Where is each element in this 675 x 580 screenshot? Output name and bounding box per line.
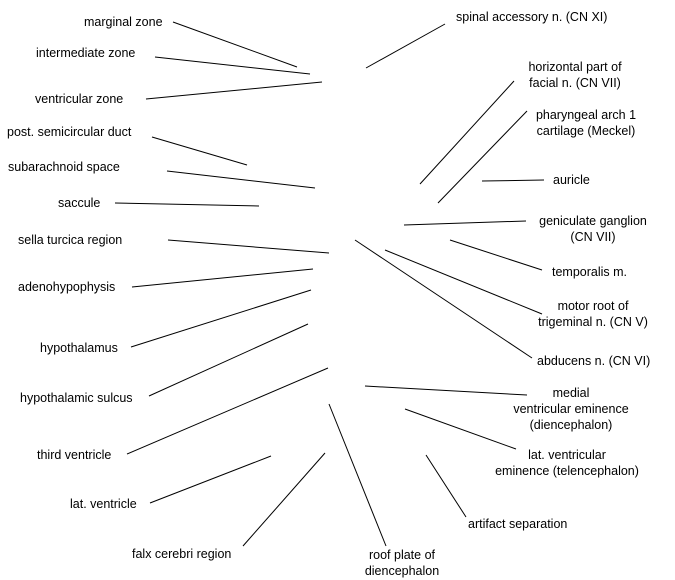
leader-motor-root-trigeminal bbox=[384, 249, 543, 315]
leader-geniculate-ganglion bbox=[403, 220, 527, 226]
label-horizontal-facial-line1: horizontal part of bbox=[528, 60, 622, 74]
label-geniculate-ganglion: geniculate ganglion (CN VII) bbox=[522, 213, 664, 245]
label-medial-ventricular-eminence: medial ventricular eminence (diencephalo… bbox=[500, 385, 642, 433]
label-medial-ventricular-eminence-line3: (diencephalon) bbox=[529, 418, 613, 432]
label-subarachnoid-space: subarachnoid space bbox=[8, 160, 120, 174]
leader-temporalis bbox=[449, 239, 543, 271]
leader-horizontal-facial bbox=[419, 80, 515, 185]
label-roof-plate-line1: roof plate of bbox=[368, 548, 435, 562]
leader-intermediate-zone bbox=[154, 56, 311, 75]
label-post-semicircular-duct: post. semicircular duct bbox=[7, 125, 132, 139]
label-pharyngeal-arch-line1: pharyngeal arch 1 bbox=[535, 108, 637, 122]
leader-pharyngeal-arch bbox=[437, 110, 528, 204]
label-hypothalamus: hypothalamus bbox=[40, 341, 118, 355]
label-hypothalamic-sulcus: hypothalamic sulcus bbox=[20, 391, 133, 405]
label-adenohypophysis: adenohypophysis bbox=[18, 280, 116, 294]
leader-spinal-accessory bbox=[365, 23, 446, 69]
leader-hypothalamic-sulcus bbox=[148, 323, 309, 397]
label-horizontal-facial-line2: facial n. (CN VII) bbox=[529, 76, 621, 90]
label-third-ventricle: third ventricle bbox=[37, 448, 112, 462]
label-geniculate-ganglion-line1: geniculate ganglion bbox=[539, 214, 647, 228]
label-temporalis: temporalis m. bbox=[552, 265, 628, 279]
label-abducens: abducens n. (CN VI) bbox=[537, 354, 651, 368]
leader-lat-ventricle bbox=[149, 455, 272, 504]
label-auricle: auricle bbox=[553, 173, 590, 187]
label-marginal-zone: marginal zone bbox=[84, 15, 163, 29]
label-medial-ventricular-eminence-line1: medial bbox=[552, 386, 590, 400]
leader-auricle bbox=[481, 179, 545, 182]
leader-medial-ventricular-eminence bbox=[364, 385, 528, 396]
label-motor-root-trigeminal: motor root of trigeminal n. (CN V) bbox=[522, 298, 664, 330]
leader-roof-plate bbox=[328, 403, 387, 547]
label-horizontal-facial: horizontal part of facial n. (CN VII) bbox=[510, 59, 640, 91]
label-pharyngeal-arch: pharyngeal arch 1 cartilage (Meckel) bbox=[518, 107, 654, 139]
label-motor-root-trigeminal-line2: trigeminal n. (CN V) bbox=[538, 315, 648, 329]
leader-adenohypophysis bbox=[131, 268, 314, 288]
label-lat-ventricular-eminence-line1: lat. ventricular bbox=[528, 448, 606, 462]
label-geniculate-ganglion-line2: (CN VII) bbox=[570, 230, 616, 244]
label-roof-plate-line2: diencephalon bbox=[364, 564, 440, 578]
label-medial-ventricular-eminence-line2: ventricular eminence bbox=[513, 402, 629, 416]
leader-saccule bbox=[114, 202, 260, 207]
label-motor-root-trigeminal-line1: motor root of bbox=[557, 299, 629, 313]
label-intermediate-zone: intermediate zone bbox=[36, 46, 136, 60]
label-spinal-accessory: spinal accessory n. (CN XI) bbox=[456, 10, 608, 24]
label-saccule: saccule bbox=[58, 196, 101, 210]
label-ventricular-zone: ventricular zone bbox=[35, 92, 124, 106]
label-roof-plate: roof plate of diencephalon bbox=[352, 547, 452, 579]
label-lat-ventricular-eminence-line2: eminence (telencephalon) bbox=[495, 464, 639, 478]
leader-sella-turcica-region bbox=[167, 239, 330, 254]
label-lat-ventricular-eminence: lat. ventricular eminence (telencephalon… bbox=[482, 447, 652, 479]
leader-third-ventricle bbox=[126, 367, 329, 455]
leader-falx-cerebri-region bbox=[242, 452, 326, 547]
label-sella-turcica-region: sella turcica region bbox=[18, 233, 123, 247]
leader-hypothalamus bbox=[130, 289, 312, 348]
label-artifact-separation: artifact separation bbox=[468, 517, 568, 531]
label-pharyngeal-arch-line2: cartilage (Meckel) bbox=[536, 124, 636, 138]
leader-abducens bbox=[354, 239, 533, 359]
leader-artifact-separation bbox=[425, 454, 467, 518]
label-falx-cerebri-region: falx cerebri region bbox=[132, 547, 232, 561]
leader-lat-ventricular-eminence bbox=[404, 408, 517, 450]
leader-ventricular-zone bbox=[145, 81, 323, 100]
leader-marginal-zone bbox=[172, 21, 298, 68]
label-lat-ventricle: lat. ventricle bbox=[70, 497, 137, 511]
leader-subarachnoid-space bbox=[166, 170, 316, 189]
leader-post-semicircular-duct bbox=[151, 136, 248, 166]
